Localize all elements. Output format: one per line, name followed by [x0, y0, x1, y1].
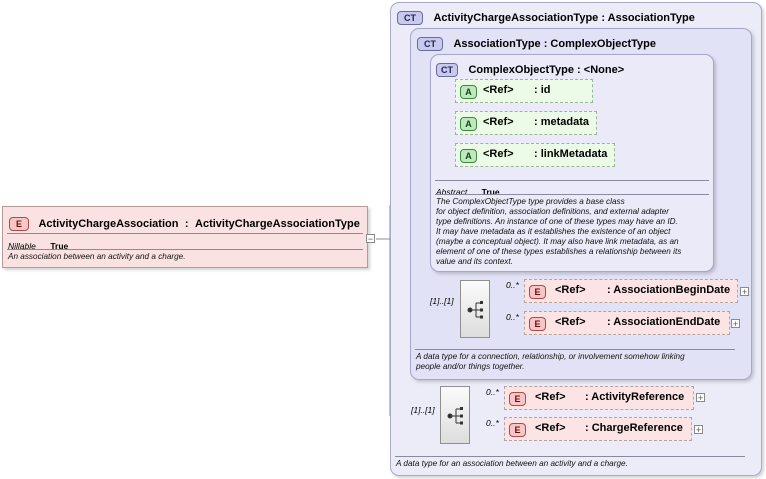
doc-line: element of one of these types establishe…: [436, 247, 682, 256]
abstract-property: Abstract True: [436, 182, 500, 200]
occurrence-label: [1]..[1]: [430, 296, 454, 306]
sequence-compositor[interactable]: [440, 386, 470, 444]
occurrence-label: 0..*: [486, 418, 499, 428]
attribute-name: : id: [534, 84, 551, 96]
attribute-name: : linkMetadata: [534, 148, 608, 160]
mid-ct-header: CT AssociationType : ComplexObjectType: [417, 34, 656, 52]
inner-ct-header: CT ComplexObjectType : <None>: [436, 60, 624, 78]
complex-type-badge-icon: CT: [436, 63, 458, 77]
divider: [395, 456, 745, 457]
divider: [415, 349, 735, 350]
doc-line: (maybe a conceptual object). It may also…: [436, 237, 679, 246]
complex-type-badge-icon: CT: [397, 11, 423, 25]
doc-line: It may have metadata as it establishes t…: [436, 227, 671, 236]
root-element-doc: An association between an activity and a…: [8, 252, 186, 261]
attribute-ref: <Ref>: [483, 116, 514, 128]
doc-line: The ComplexObjectType type provides a ba…: [436, 197, 625, 206]
element-association-begin-date[interactable]: E <Ref> : AssociationBeginDate: [524, 279, 738, 303]
occurrence-label: [1]..[1]: [411, 405, 435, 415]
outer-ct-doc: A data type for an association between a…: [396, 459, 628, 468]
occurrence-label: 0..*: [506, 280, 519, 290]
root-element-type-separator: :: [184, 218, 189, 230]
doc-line: people and/or things together.: [416, 362, 525, 371]
root-element-type: ActivityChargeAssociationType: [195, 218, 360, 230]
doc-line: type definitions. An instance of one of …: [436, 217, 678, 226]
root-element-box[interactable]: E ActivityChargeAssociation : ActivityCh…: [2, 206, 368, 268]
property-key: Abstract: [436, 187, 468, 197]
sequence-compositor[interactable]: [460, 280, 490, 338]
expand-icon[interactable]: +: [696, 393, 705, 403]
attribute-metadata[interactable]: A <Ref> : metadata: [455, 111, 597, 135]
attribute-badge-icon: A: [460, 85, 477, 99]
element-name: : AssociationEndDate: [607, 316, 721, 328]
element-activity-reference[interactable]: E <Ref> : ActivityReference: [504, 386, 694, 410]
element-ref: <Ref>: [555, 284, 586, 296]
element-ref: <Ref>: [535, 422, 566, 434]
divider: [7, 233, 363, 234]
element-name: : ChargeReference: [585, 422, 683, 434]
element-name: : AssociationBeginDate: [607, 284, 731, 296]
property-value: True: [50, 241, 69, 251]
element-name: : ActivityReference: [585, 391, 685, 403]
expand-icon[interactable]: +: [731, 319, 740, 329]
nillable-property: Nillable True: [8, 236, 68, 254]
element-badge-icon: E: [509, 392, 526, 406]
property-key: Nillable: [8, 241, 36, 251]
element-charge-reference[interactable]: E <Ref> : ChargeReference: [504, 417, 692, 441]
element-ref: <Ref>: [535, 391, 566, 403]
element-association-end-date[interactable]: E <Ref> : AssociationEndDate: [524, 311, 730, 335]
collapse-icon[interactable]: −: [366, 234, 375, 244]
element-badge-icon: E: [509, 423, 526, 437]
element-ref: <Ref>: [555, 316, 586, 328]
attribute-id[interactable]: A <Ref> : id: [455, 79, 593, 103]
property-value: True: [481, 187, 500, 197]
doc-line: for object definition, association defin…: [436, 207, 670, 216]
sequence-icon: [447, 407, 463, 425]
mid-ct-title: AssociationType : ComplexObjectType: [453, 38, 656, 50]
divider: [435, 194, 709, 195]
attribute-badge-icon: A: [460, 117, 477, 131]
divider: [7, 249, 363, 250]
root-element-name: ActivityChargeAssociation: [38, 218, 179, 230]
attribute-link-metadata[interactable]: A <Ref> : linkMetadata: [455, 143, 615, 167]
mid-ct-doc: A data type for a connection, relationsh…: [416, 352, 685, 372]
complex-type-badge-icon: CT: [417, 37, 443, 51]
element-badge-icon: E: [529, 317, 546, 331]
doc-line: A data type for a connection, relationsh…: [416, 352, 685, 361]
occurrence-label: 0..*: [486, 387, 499, 397]
attribute-ref: <Ref>: [483, 84, 514, 96]
divider: [435, 180, 709, 181]
outer-ct-header: CT ActivityChargeAssociationType : Assoc…: [397, 8, 695, 26]
attribute-ref: <Ref>: [483, 148, 514, 160]
attribute-name: : metadata: [534, 116, 590, 128]
attribute-badge-icon: A: [460, 149, 477, 163]
inner-ct-title: ComplexObjectType : <None>: [468, 64, 625, 76]
expand-icon[interactable]: +: [694, 425, 703, 435]
occurrence-label: 0..*: [506, 312, 519, 322]
sequence-icon: [467, 301, 483, 319]
outer-ct-title: ActivityChargeAssociationType : Associat…: [433, 12, 695, 24]
doc-line: value and its context.: [436, 257, 513, 266]
inner-ct-doc: The ComplexObjectType type provides a ba…: [436, 197, 681, 267]
element-badge-icon: E: [9, 217, 29, 231]
element-badge-icon: E: [529, 285, 546, 299]
root-element-header: E ActivityChargeAssociation : ActivityCh…: [9, 214, 360, 232]
expand-icon[interactable]: +: [740, 287, 749, 297]
